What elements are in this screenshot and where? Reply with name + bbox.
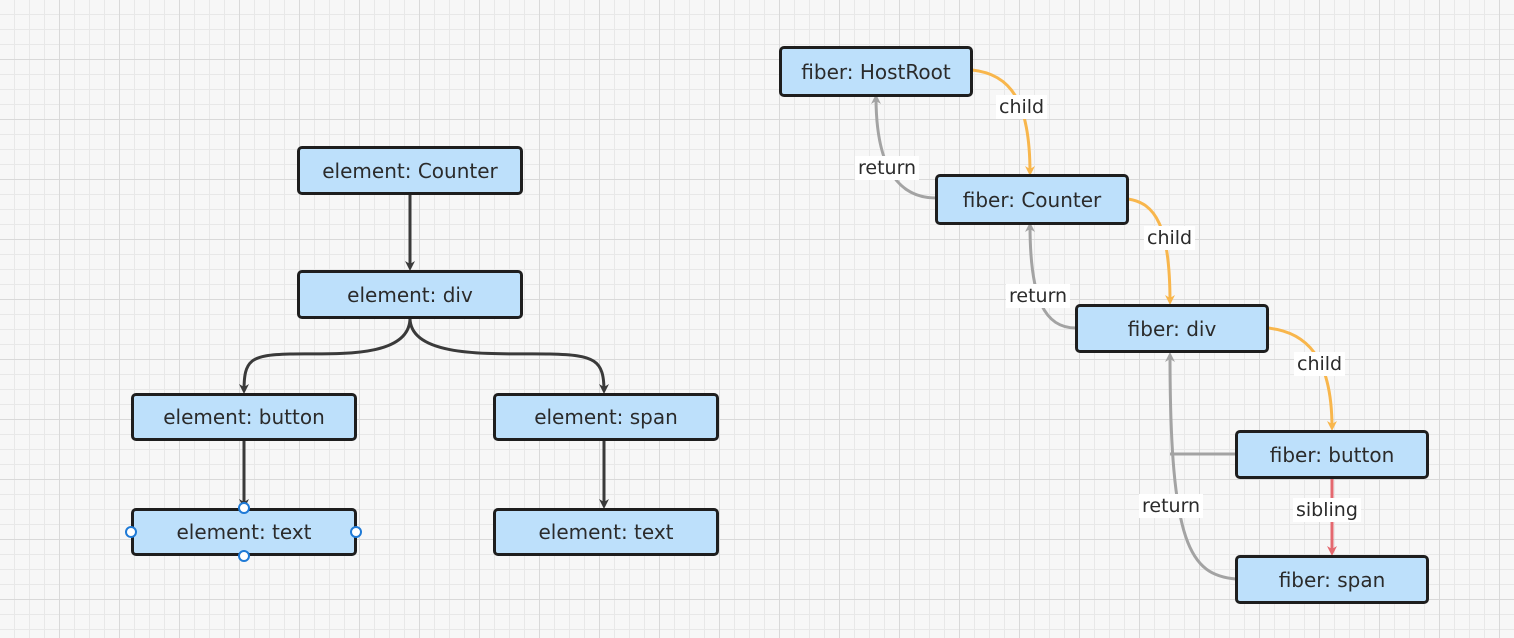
element-button-text-node[interactable]: element: text	[131, 508, 357, 556]
return-label-2: return	[1006, 284, 1071, 308]
edge-div-to-button	[239, 317, 412, 394]
resize-handle-right[interactable]	[350, 526, 362, 538]
element-button-node[interactable]: element: button	[131, 393, 357, 441]
element-div-node[interactable]: element: div	[297, 270, 523, 319]
element-span-node[interactable]: element: span	[493, 393, 719, 441]
element-span-text-node[interactable]: element: text	[493, 508, 719, 556]
child-label-2: child	[1144, 226, 1196, 250]
child-edge-div-button	[1267, 326, 1337, 431]
fiber-span-node[interactable]: fiber: span	[1235, 555, 1429, 604]
resize-handle-bottom[interactable]	[238, 550, 250, 562]
return-label-1: return	[855, 156, 920, 180]
resize-handle-left[interactable]	[125, 526, 137, 538]
child-label-3: child	[1294, 352, 1346, 376]
child-edge-hostroot-counter	[971, 68, 1035, 176]
resize-handle-top[interactable]	[238, 502, 250, 514]
return-edge-span-div	[1165, 352, 1237, 581]
element-counter-node[interactable]: element: Counter	[297, 146, 523, 195]
fiber-counter-node[interactable]: fiber: Counter	[935, 174, 1129, 225]
fiber-div-node[interactable]: fiber: div	[1075, 304, 1269, 353]
return-edge-counter-hostroot	[871, 94, 937, 200]
return-edge-div-counter	[1025, 222, 1077, 330]
fiber-button-node[interactable]: fiber: button	[1235, 430, 1429, 479]
child-edge-counter-div	[1127, 197, 1175, 305]
child-label-1: child	[996, 95, 1048, 119]
sibling-label: sibling	[1293, 498, 1361, 522]
edge-div-to-span	[408, 317, 609, 394]
fiber-hostroot-node[interactable]: fiber: HostRoot	[779, 46, 973, 97]
return-label-3: return	[1139, 494, 1204, 518]
